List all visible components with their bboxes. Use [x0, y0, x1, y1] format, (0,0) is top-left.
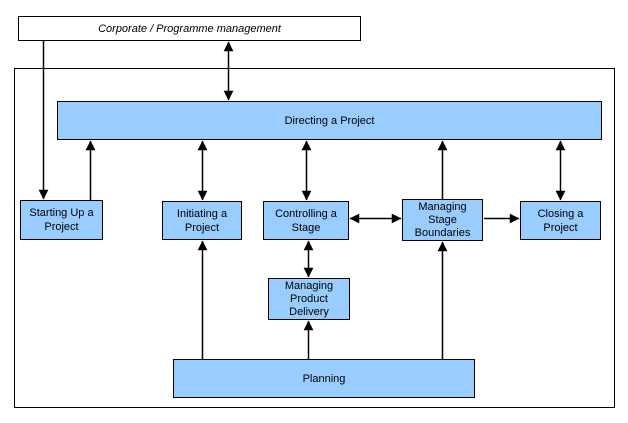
node-controlling-a-stage: Controlling a Stage	[263, 201, 349, 240]
node-label: Starting Up a Project	[29, 207, 94, 233]
node-managing-product-delivery: Managing Product Delivery	[268, 278, 350, 320]
node-label: Directing a Project	[284, 114, 375, 127]
node-directing-a-project: Directing a Project	[57, 101, 602, 140]
node-planning: Planning	[173, 359, 475, 398]
node-label: Controlling a Stage	[275, 207, 337, 234]
node-initiating-a-project: Initiating a Project	[162, 201, 242, 240]
project-boundary-frame	[14, 68, 615, 408]
node-managing-stage-boundaries: Managing Stage Boundaries	[402, 199, 483, 241]
node-label: Managing Stage Boundaries	[414, 200, 471, 239]
node-closing-a-project: Closing a Project	[520, 201, 601, 240]
node-label: Closing a Project	[537, 207, 584, 234]
node-label: Planning	[302, 372, 346, 385]
node-starting-up-a-project: Starting Up a Project	[20, 200, 103, 240]
node-label: Managing Product Delivery	[284, 279, 334, 318]
node-label: Initiating a Project	[176, 207, 228, 234]
node-label: Corporate / Programme management	[98, 22, 281, 35]
node-corporate-programme-management: Corporate / Programme management	[18, 16, 361, 41]
